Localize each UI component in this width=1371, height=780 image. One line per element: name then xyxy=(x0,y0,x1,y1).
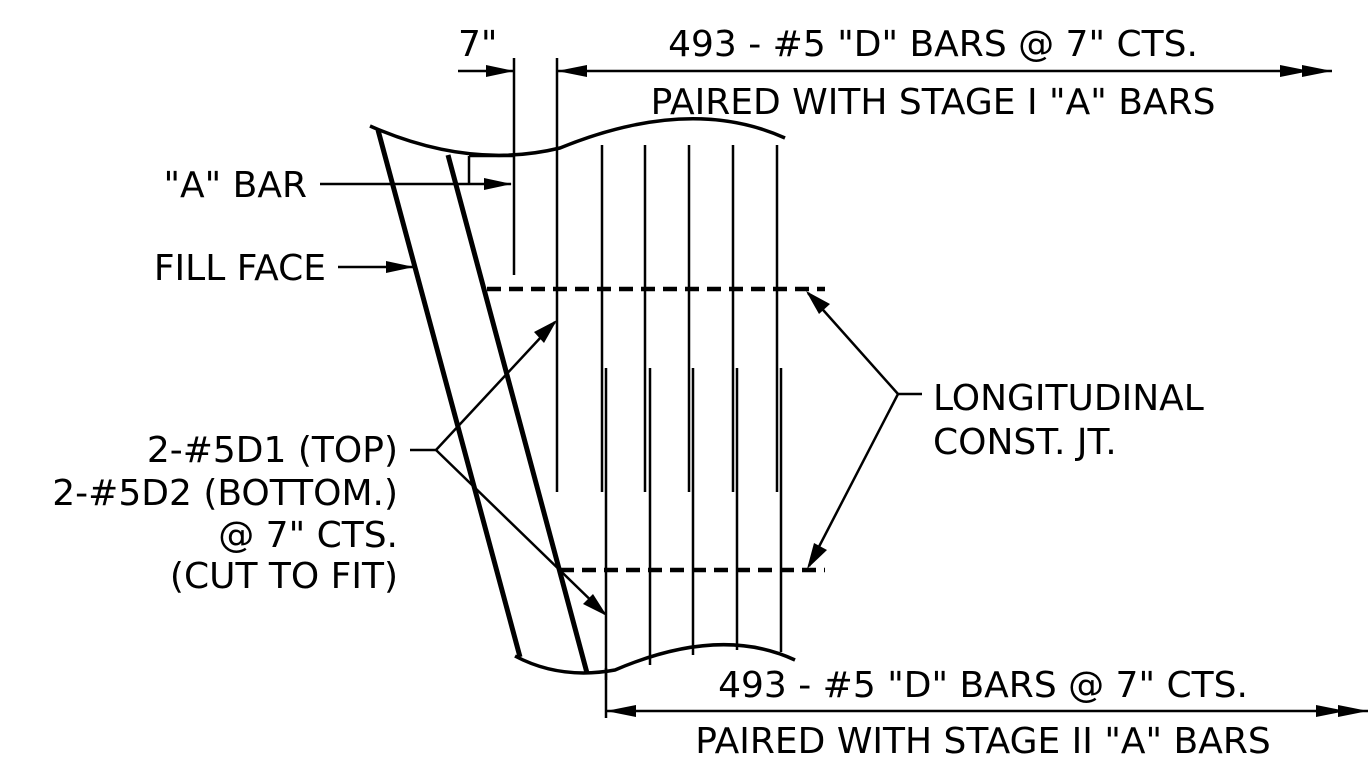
bars-leader-bottom xyxy=(435,449,606,615)
top-dim-arrow-left xyxy=(557,65,587,77)
upper-d-bars xyxy=(600,145,779,492)
bottom-note-line2: PAIRED WITH STAGE II "A" BARS xyxy=(695,721,1270,762)
bottom-dim-arrow-right-2 xyxy=(1316,705,1346,717)
lower-d-bars xyxy=(604,368,783,680)
bottom-dim-arrow-left xyxy=(606,705,636,717)
bars-arrow-top xyxy=(534,320,557,343)
wall-face-line xyxy=(445,154,590,674)
bars-leader-top xyxy=(435,321,556,451)
top-dim-arrow-right-2 xyxy=(1280,65,1310,77)
seven-inch-label: 7" xyxy=(458,24,497,65)
bars-label-line4: (CUT TO FIT) xyxy=(170,556,398,597)
bottom-break-line xyxy=(514,642,796,675)
bottom-note-line1: 493 - #5 "D" BARS @ 7" CTS. xyxy=(718,665,1248,706)
bars-label-line3: @ 7" CTS. xyxy=(218,515,398,556)
top-note-line2: PAIRED WITH STAGE I "A" BARS xyxy=(651,82,1216,123)
fill-face-line xyxy=(375,129,523,658)
fill-face-label: FILL FACE xyxy=(154,248,326,289)
top-dim-arrow-right xyxy=(1302,65,1332,77)
longitudinal-label-line1: LONGITUDINAL xyxy=(933,378,1204,419)
top-note-line1: 493 - #5 "D" BARS @ 7" CTS. xyxy=(668,24,1198,65)
bars-label-line2: 2-#5D2 (BOTTOM.) xyxy=(52,473,398,514)
a-bar-label: "A" BAR xyxy=(163,165,307,206)
bottom-dim-arrow-right xyxy=(1338,705,1368,717)
top-break-line xyxy=(369,117,786,158)
a-bar-arrow xyxy=(484,178,512,190)
joint-arrow-lower xyxy=(807,543,827,569)
joint-arrow-upper xyxy=(806,291,830,314)
bars-label-line1: 2-#5D1 (TOP) xyxy=(147,430,398,471)
bars-arrow-bottom xyxy=(583,594,607,616)
longitudinal-label-line2: CONST. JT. xyxy=(933,422,1117,463)
seven-inch-arrow xyxy=(486,65,514,77)
joint-leader-lower xyxy=(807,393,900,567)
fill-face-arrow xyxy=(386,261,414,273)
